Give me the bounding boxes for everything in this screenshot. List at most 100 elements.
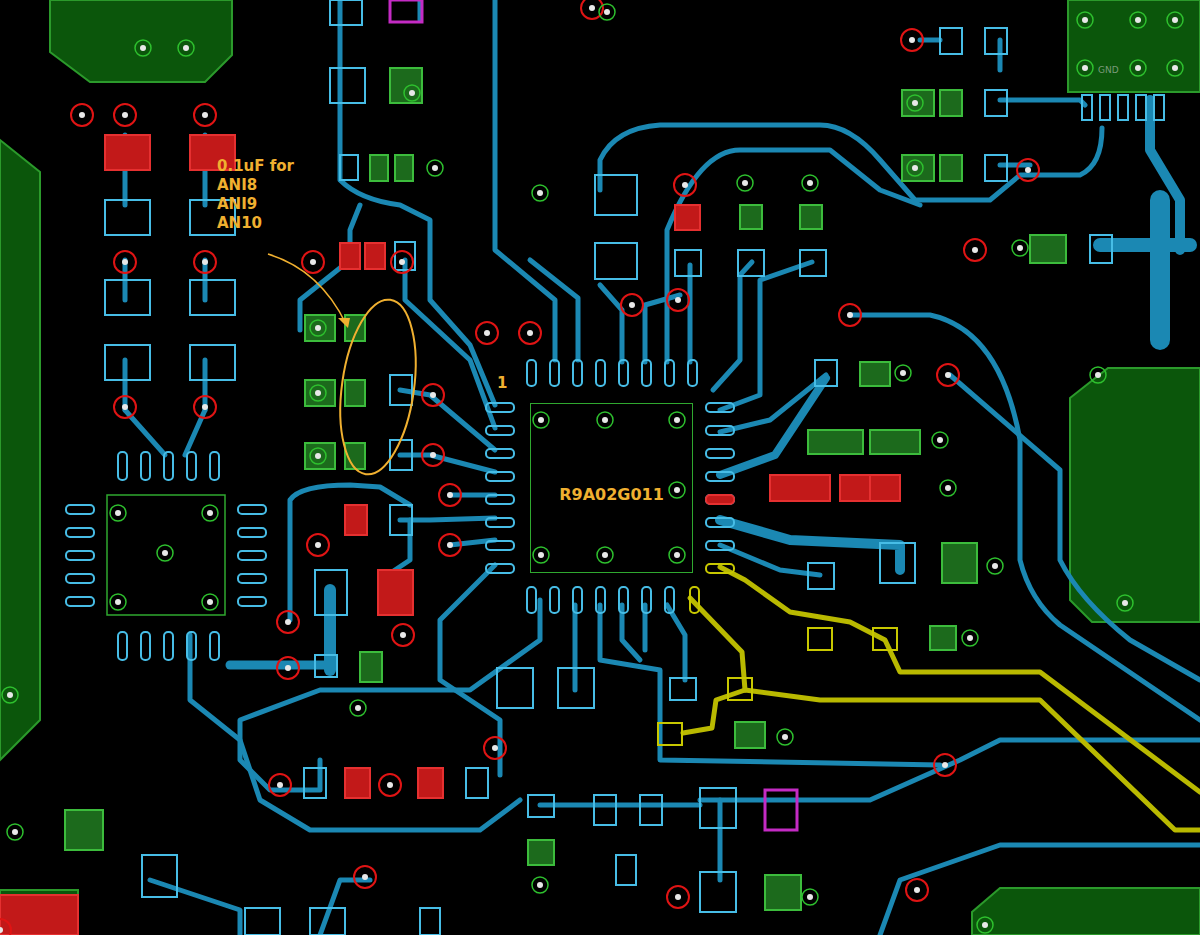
via-ring: [71, 104, 93, 126]
via-ring: [391, 251, 413, 273]
gnd-via-ring: [1130, 60, 1146, 76]
via-drill: [285, 665, 291, 671]
via-drill: [115, 510, 121, 516]
via-drill: [430, 392, 436, 398]
gnd-via-ring: [1077, 60, 1093, 76]
gnd-via-ring: [962, 630, 978, 646]
ic-pin: [706, 449, 734, 458]
via-drill: [682, 182, 688, 188]
gnd-via-ring: [669, 547, 685, 563]
ic-pin: [486, 426, 514, 435]
ic-pin: [187, 632, 196, 660]
ic-pin: [164, 632, 173, 660]
via-drill: [122, 259, 128, 265]
via-ring: [114, 251, 136, 273]
via-drill: [1172, 17, 1178, 23]
ic-pin: [706, 564, 734, 573]
via-drill: [400, 632, 406, 638]
via-drill: [1135, 17, 1141, 23]
via-drill: [537, 190, 543, 196]
via-drill: [589, 5, 595, 11]
via-drill: [1082, 65, 1088, 71]
gnd-via-ring: [532, 877, 548, 893]
gnd-via-ring: [110, 594, 126, 610]
via-drill: [202, 404, 208, 410]
via-drill: [538, 552, 544, 558]
gnd-via-ring: [987, 558, 1003, 574]
gnd-via-ring: [940, 480, 956, 496]
ic-pin: [66, 551, 94, 560]
gnd-via-ring: [202, 594, 218, 610]
via-drill: [183, 45, 189, 51]
via-drill: [484, 330, 490, 336]
via-ring: [194, 104, 216, 126]
via-drill: [900, 370, 906, 376]
net-name: GND: [1098, 66, 1119, 76]
ic-pin: [550, 360, 559, 386]
via-drill: [674, 487, 680, 493]
ic-pin: [66, 597, 94, 606]
gnd-via-ring: [202, 505, 218, 521]
gnd-via-ring: [802, 175, 818, 191]
ic-pin: [573, 587, 582, 613]
via-drill: [202, 259, 208, 265]
ic-pin: [596, 587, 605, 613]
via-drill: [538, 417, 544, 423]
gnd-via-ring: [178, 40, 194, 56]
via-drill: [1172, 65, 1178, 71]
smd-pad: [808, 628, 832, 650]
gnd-via-ring: [532, 185, 548, 201]
via-ring: [439, 484, 461, 506]
via-drill: [527, 330, 533, 336]
gnd-via-ring: [1012, 240, 1028, 256]
via-drill: [492, 745, 498, 751]
gnd-via-ring: [7, 824, 23, 840]
ic-pin: [66, 574, 94, 583]
ic-pins: [66, 360, 897, 745]
gnd-via-ring: [404, 85, 420, 101]
ic-pin: [187, 452, 196, 480]
copper-trace: [125, 0, 1200, 935]
ic-pin: [550, 587, 559, 613]
via-drill: [447, 492, 453, 498]
via-drill: [675, 297, 681, 303]
gnd-via-ring: [1167, 60, 1183, 76]
via-ring: [964, 239, 986, 261]
via-ring: [519, 322, 541, 344]
via-ring: [1017, 159, 1039, 181]
gnd-via-ring: [135, 40, 151, 56]
via-drill: [1122, 600, 1128, 606]
via-drill: [942, 762, 948, 768]
via-ring: [194, 396, 216, 418]
via-drill: [315, 542, 321, 548]
via-ring: [422, 444, 444, 466]
via-drill: [937, 437, 943, 443]
via-drill: [675, 894, 681, 900]
via-drill: [1025, 167, 1031, 173]
via-ring: [307, 534, 329, 556]
via-drill: [122, 112, 128, 118]
gnd-via-ring: [907, 95, 923, 111]
gnd-via-ring: [533, 412, 549, 428]
via-ring: [839, 304, 861, 326]
ic-pin: [665, 360, 674, 386]
via-drill: [807, 180, 813, 186]
gnd-via-ring: [1130, 12, 1146, 28]
via-ring: [667, 886, 689, 908]
ic-pin: [66, 505, 94, 514]
gnd-via-ring: [310, 448, 326, 464]
via-ring: [194, 251, 216, 273]
via-drill: [1095, 372, 1101, 378]
ic-pin: [619, 360, 628, 386]
via-ring: [277, 657, 299, 679]
via-drill: [277, 782, 283, 788]
gnd-via-ring: [310, 385, 326, 401]
ic-pin: [665, 587, 674, 613]
ic-pin: [486, 541, 514, 550]
ic-pin: [210, 632, 219, 660]
ic-pin: [486, 564, 514, 573]
via-ring: [269, 774, 291, 796]
via-drill: [1082, 17, 1088, 23]
via-ring: [0, 919, 11, 935]
via-ring: [379, 774, 401, 796]
